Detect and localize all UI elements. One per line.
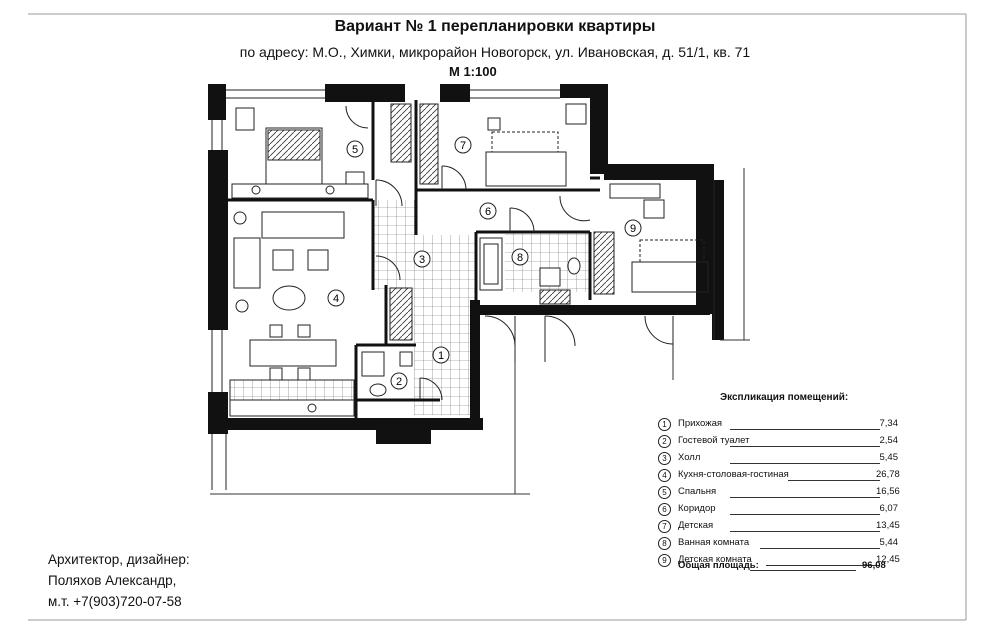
room-number-8: 8	[517, 252, 523, 264]
legend-leader-line	[730, 429, 880, 430]
legend-row: 1 Прихожая 7,34	[658, 416, 898, 432]
room-marker-1	[432, 346, 450, 364]
legend-num: 8	[658, 537, 671, 550]
room-marker-4	[327, 289, 345, 307]
room-number-6: 6	[485, 206, 491, 218]
room-marker-8	[511, 248, 529, 266]
bathroom-fixtures	[479, 237, 581, 305]
room-number-9: 9	[630, 223, 636, 235]
room-number-7: 7	[460, 140, 466, 152]
scale-label: М 1:100	[449, 64, 497, 79]
wardrobes	[389, 103, 615, 341]
legend-leader-line	[730, 446, 880, 447]
room-marker-9	[624, 219, 642, 237]
legend-row: 3 Холл 5,45	[658, 450, 898, 466]
author-role: Архитектор, дизайнер:	[48, 552, 190, 567]
interior-walls	[228, 100, 600, 418]
legend-area: 5,44	[879, 537, 899, 548]
legend-row: 6 Коридор 6,07	[658, 501, 898, 517]
legend-leader-line	[730, 497, 880, 498]
legend-name: Прихожая	[678, 418, 723, 429]
door-swings	[345, 105, 674, 401]
exterior-walls	[208, 84, 724, 444]
guest-wc-fixtures	[361, 351, 413, 397]
legend-num: 3	[658, 452, 671, 465]
legend-area: 13,45	[876, 520, 900, 531]
room-number-3: 3	[419, 254, 425, 266]
bedroom-furniture	[231, 107, 369, 199]
legend-leader-line	[766, 565, 880, 566]
legend-name: Кухня-столовая-гостиная	[678, 469, 789, 480]
room-number-markers: 1 2 3 4 5 6 7 8 9	[327, 136, 642, 390]
legend-name: Гостевой туалет	[678, 435, 750, 446]
legend-num: 6	[658, 503, 671, 516]
legend-leader-line	[730, 463, 880, 464]
legend-area: 16,56	[876, 486, 900, 497]
room-marker-3	[413, 250, 431, 268]
address-line: по адресу: М.О., Химки, микрорайон Новог…	[239, 44, 751, 60]
legend-area: 2,54	[879, 435, 899, 446]
legend-num: 2	[658, 435, 671, 448]
room-marker-6	[479, 202, 497, 220]
legend-num: 1	[658, 418, 671, 431]
legend-row: 9 Детская комната 12,45	[658, 552, 900, 568]
hall-floor-tiles	[373, 200, 418, 290]
legend-title: Экспликация помещений:	[720, 392, 849, 403]
legend-row: 4 Кухня-столовая-гостиная 26,78	[658, 467, 900, 483]
room-number-1: 1	[438, 350, 444, 362]
legend-area: 5,45	[879, 452, 899, 463]
legend-name: Ванная комната	[678, 537, 750, 548]
kids-room-9-furniture	[609, 183, 709, 293]
legend-leader-line	[730, 514, 880, 515]
legend-name: Холл	[678, 452, 701, 463]
total-area-value: 96,08	[862, 560, 886, 571]
author-phone: м.т. +7(903)720-07-58	[48, 594, 182, 609]
room-number-2: 2	[396, 376, 402, 388]
legend-leader-line	[788, 480, 880, 481]
legend-row: 8 Ванная комната 5,44	[658, 535, 898, 551]
legend-name: Детская комната	[678, 554, 752, 565]
legend-area: 6,07	[879, 503, 899, 514]
page-title: Вариант № 1 перепланировки квартиры	[334, 18, 656, 35]
legend-leader-line	[730, 531, 880, 532]
legend-name: Спальня	[678, 486, 717, 497]
room-number-5: 5	[352, 144, 358, 156]
total-leader-line	[750, 570, 856, 571]
legend-row: 7 Детская 13,45	[658, 518, 900, 534]
legend-num: 7	[658, 520, 671, 533]
author-name: Поляхов Александр,	[48, 573, 177, 588]
legend-num: 9	[658, 554, 671, 567]
legend-num: 4	[658, 469, 671, 482]
dimension-lines	[210, 168, 750, 495]
room-marker-5	[346, 140, 364, 158]
total-area-label: Общая площадь:	[678, 560, 759, 571]
room-marker-2	[390, 372, 408, 390]
legend-area: 7,34	[879, 418, 899, 429]
window-lines	[211, 89, 715, 490]
legend-area: 12,45	[876, 554, 900, 565]
legend-leader-line	[760, 548, 880, 549]
legend-row: 5 Спальня 16,56	[658, 484, 900, 500]
room-number-4: 4	[333, 293, 339, 305]
legend-name: Детская	[678, 520, 714, 531]
living-furniture	[229, 211, 355, 417]
legend-area: 26,78	[876, 469, 900, 480]
legend-num: 5	[658, 486, 671, 499]
legend-name: Коридор	[678, 503, 716, 514]
legend-row: 2 Гостевой туалет 2,54	[658, 433, 898, 449]
room-marker-7	[454, 136, 472, 154]
kids-room-furniture	[485, 103, 587, 187]
